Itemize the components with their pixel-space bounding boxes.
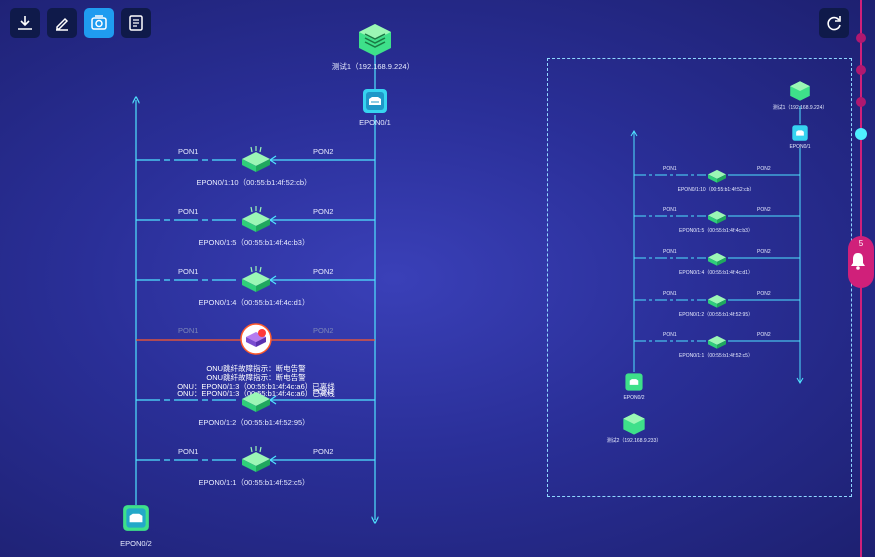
alarm-line: ONU跳纤故障指示：断电告警 <box>206 364 306 373</box>
onu-icon[interactable] <box>240 206 272 234</box>
pon2-label: PON2 <box>313 387 334 396</box>
mini-pon1-label: PON1 <box>663 207 677 213</box>
olt-device-icon <box>359 24 391 56</box>
mini-onu-label: EPON0/1:4（00:55:b1:4f:4c:d1） <box>679 270 753 276</box>
mini-pon2-label: PON2 <box>757 166 771 172</box>
mini-olt2-icon <box>623 413 645 435</box>
timeline-dot[interactable] <box>856 33 866 43</box>
pon2-label: PON2 <box>313 147 334 156</box>
pon1-label: PON1 <box>178 147 199 156</box>
top-port-label: EPON0/1 <box>359 118 391 127</box>
onu-icon[interactable] <box>240 386 272 414</box>
download-button[interactable] <box>10 8 40 38</box>
mini-pon2-label: PON2 <box>757 249 771 255</box>
onu-icon[interactable] <box>240 266 272 294</box>
onu-icon[interactable] <box>240 446 272 474</box>
mini-pon1-label: PON1 <box>663 249 677 255</box>
document-button[interactable] <box>121 8 151 38</box>
mini-pon1-label: PON1 <box>663 332 677 338</box>
pon2-label: PON2 <box>313 447 334 456</box>
photo-icon <box>91 15 107 30</box>
document-icon <box>129 15 143 31</box>
pon1-label: PON1 <box>178 447 199 456</box>
mini-onu-label: EPON0/1:1（00:55:b1:4f:52:c5） <box>679 353 753 359</box>
onu-label: EPON0/1:10（00:55:b1:4f:52:cb） <box>196 178 312 187</box>
bottom-port-label: EPON0/2 <box>120 539 152 548</box>
edit-button[interactable] <box>47 8 77 38</box>
mini-onu-label: EPON0/1:10（00:55:b1:4f:52:cb） <box>677 187 755 193</box>
mini-olt-label: 测试1（192.168.9.224） <box>772 105 828 111</box>
port-icon-bottom[interactable] <box>121 502 151 534</box>
mini-bottom-port-icon <box>625 373 643 391</box>
timeline-dot-active[interactable] <box>855 128 867 140</box>
timeline-dot[interactable] <box>856 65 866 75</box>
edit-icon <box>56 17 69 31</box>
mini-bottom-port-label: EPON0/2 <box>623 395 645 401</box>
mini-onu-icon <box>708 169 726 183</box>
mini-port-icon <box>792 125 808 141</box>
mini-pon2-label: PON2 <box>757 291 771 297</box>
onu-label: EPON0/1:1（00:55:b1:4f:52:c5） <box>198 478 310 487</box>
alarm-onu-icon[interactable] <box>240 323 272 355</box>
mini-olt2-label: 测试2（192.168.9.233） <box>606 438 662 444</box>
mini-pon2-label: PON2 <box>757 332 771 338</box>
mini-onu-icon <box>708 335 726 349</box>
refresh-button[interactable] <box>819 8 849 38</box>
download-icon <box>18 16 32 30</box>
onu-label: EPON0/1:2（00:55:b1:4f:52:95） <box>198 418 310 427</box>
alert-count: 5 <box>858 239 864 248</box>
pon2-label: PON2 <box>313 207 334 216</box>
bell-icon <box>851 253 865 270</box>
onu-label: EPON0/1:5（00:55:b1:4f:4c:b3） <box>198 238 310 247</box>
pon1-label: PON1 <box>178 267 199 276</box>
olt-label: 测试1（192.168.9.224） <box>331 62 415 71</box>
timeline-dot[interactable] <box>856 97 866 107</box>
pon2-label: PON2 <box>313 267 334 276</box>
timeline-track[interactable] <box>848 0 875 557</box>
mini-pon2-label: PON2 <box>757 207 771 213</box>
mini-olt-icon <box>790 81 810 101</box>
mini-onu-label: EPON0/1:2（00:55:b1:4f:52:95） <box>678 312 754 318</box>
refresh-icon <box>827 16 841 31</box>
onu-icon[interactable] <box>240 146 272 174</box>
alarm-line: ONU跳纤故障指示：断电告警 <box>206 373 306 382</box>
mini-onu-label: EPON0/1:5（00:55:b1:4f:4c:b3） <box>679 228 753 234</box>
onu-label: EPON0/1:4（00:55:b1:4f:4c:d1） <box>198 298 310 307</box>
mini-top-port-label: EPON0/1 <box>789 144 811 150</box>
photo-button[interactable] <box>84 8 114 38</box>
port-icon-top[interactable] <box>361 87 389 115</box>
mini-onu-icon <box>708 252 726 266</box>
mini-onu-icon <box>708 294 726 308</box>
mini-pon1-label: PON1 <box>663 291 677 297</box>
alarm-line: ONU：EPON0/1:3（00:55:b1:4f:4c:a6）已离线 <box>177 382 335 391</box>
pon1-label: PON1 <box>178 326 199 335</box>
pon1-label: PON1 <box>178 207 199 216</box>
pon2-label: PON2 <box>313 326 334 335</box>
mini-pon1-label: PON1 <box>663 166 677 172</box>
mini-onu-icon <box>708 210 726 224</box>
